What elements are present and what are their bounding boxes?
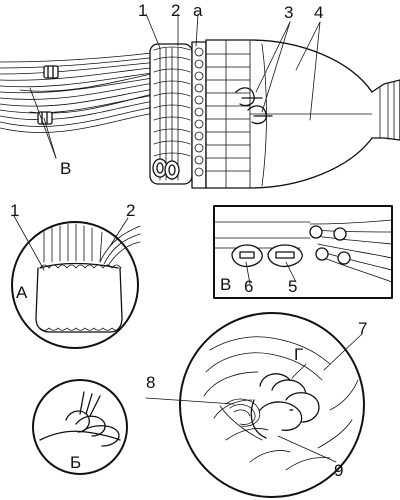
detail-b: Б [32,379,128,475]
detail-g-callout-7: 7 [358,319,367,338]
detail-v-letter: В [220,275,231,294]
callout-3: 3 [284,3,293,22]
line-connector-rings [37,65,59,125]
detail-a-callout-2: 2 [126,201,135,220]
detail-a-letter: А [16,283,28,302]
honeycomb-strip [191,41,207,189]
canopy-bag [205,39,400,189]
detail-v: В 6 5 [213,205,393,299]
callout-a: а [193,1,203,20]
detail-a: 1 2 А [10,201,141,349]
detail-g-callout-9: 9 [334,461,343,480]
detail-g: Г 7 8 9 [145,312,367,498]
folded-canopy-stack [149,43,193,185]
main-view: 1 2 а 3 4 В [0,1,400,189]
view-ref-v: В [60,159,71,178]
suspension-lines [0,51,171,133]
callout-1: 1 [138,1,147,20]
detail-a-callout-1: 1 [10,201,19,220]
detail-g-callout-8: 8 [146,373,155,392]
callout-4: 4 [314,3,323,22]
detail-v-callout-5: 5 [288,277,297,296]
rubber-loops [235,87,273,125]
detail-v-callout-6: 6 [244,277,253,296]
main-leaders [29,13,321,159]
detail-g-letter: Г [294,345,303,364]
detail-b-letter: Б [70,453,81,472]
callout-2: 2 [171,1,180,20]
